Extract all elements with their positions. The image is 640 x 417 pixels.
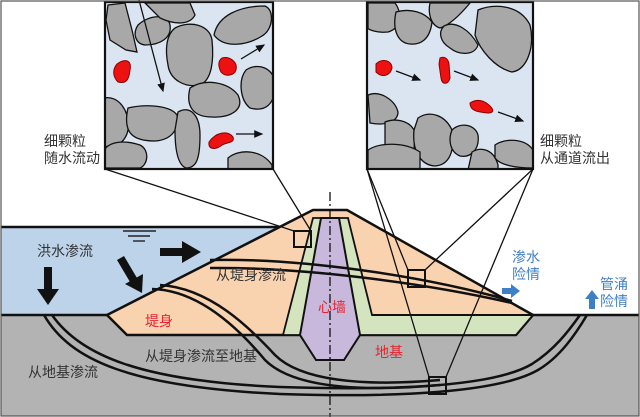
detail-box-dam-slope — [293, 230, 312, 248]
callout-lines — [104, 168, 534, 378]
inset-right-fine-particles-exit — [365, 0, 535, 171]
flood-seepage-label: 洪水渗流 — [37, 244, 93, 260]
seepage-path-from-foundation — [42, 314, 589, 397]
grain — [213, 5, 273, 45]
grain — [394, 9, 433, 45]
particle-arrow — [240, 44, 266, 60]
particle-arrow — [497, 111, 525, 123]
caption-line: 随水流动 — [44, 151, 100, 167]
grain — [174, 109, 201, 169]
flow-arrow-down — [37, 267, 59, 305]
grain — [105, 2, 138, 53]
seepage-arrow-icon — [502, 284, 520, 298]
grain — [125, 105, 179, 142]
particle-arrow — [395, 70, 422, 81]
hazard-line: 管涌 — [600, 277, 628, 293]
hazard-line: 渗水 — [512, 250, 540, 266]
grain — [367, 143, 421, 169]
detail-box-seepage-path — [407, 269, 426, 288]
fine-particle — [375, 60, 393, 76]
grain — [367, 93, 399, 125]
piping-arrow-icon — [585, 290, 599, 309]
grain — [188, 81, 241, 118]
grain — [165, 23, 214, 87]
grain — [227, 151, 273, 169]
grain — [494, 139, 533, 169]
fine-particle — [438, 56, 451, 84]
grain — [240, 65, 273, 110]
water-level-symbol — [123, 230, 156, 242]
grain — [474, 5, 533, 73]
seepage-hazard-label: 渗水 险情 — [512, 250, 540, 284]
detail-box-foundation — [428, 376, 447, 395]
particle-arrow — [453, 70, 480, 81]
caption-line: 细颗粒 — [44, 134, 86, 150]
inset-left-fine-particles-move — [103, 0, 275, 171]
piping-hazard-label: 管涌 险情 — [600, 277, 628, 311]
seepage-through-dam-label: 从堤身渗流 — [216, 268, 286, 284]
hazard-line: 险情 — [600, 294, 628, 310]
seepage-dam-to-foundation-label: 从堤身渗流至地基 — [145, 349, 257, 365]
grain — [367, 2, 401, 33]
left-inset-caption: 细颗粒 随水流动 — [44, 134, 100, 168]
grain — [467, 148, 499, 169]
fine-particle — [208, 132, 234, 149]
flow-arrow-right — [160, 241, 201, 263]
caption-line: 细颗粒 — [540, 134, 582, 150]
grain — [105, 141, 148, 169]
core-wall-label: 心墙 — [318, 300, 346, 316]
seepage-from-foundation-label: 从地基渗流 — [28, 365, 98, 381]
grain — [143, 2, 196, 24]
dam-body-label: 堤身 — [145, 314, 173, 330]
grain — [428, 2, 472, 29]
flow-arrow-diagonal — [117, 256, 143, 293]
right-inset-caption: 细颗粒 从通道流出 — [540, 134, 610, 168]
fine-particle — [469, 99, 494, 114]
hazard-line: 险情 — [512, 267, 540, 283]
caption-line: 从通道流出 — [540, 151, 610, 167]
fine-particle — [113, 60, 131, 83]
seepage-path-through-dam — [209, 258, 513, 305]
grain — [134, 16, 171, 46]
fine-particle — [218, 57, 237, 76]
foundation-label: 地基 — [375, 345, 403, 361]
particle-arrow — [138, 0, 165, 93]
grain — [439, 23, 479, 54]
